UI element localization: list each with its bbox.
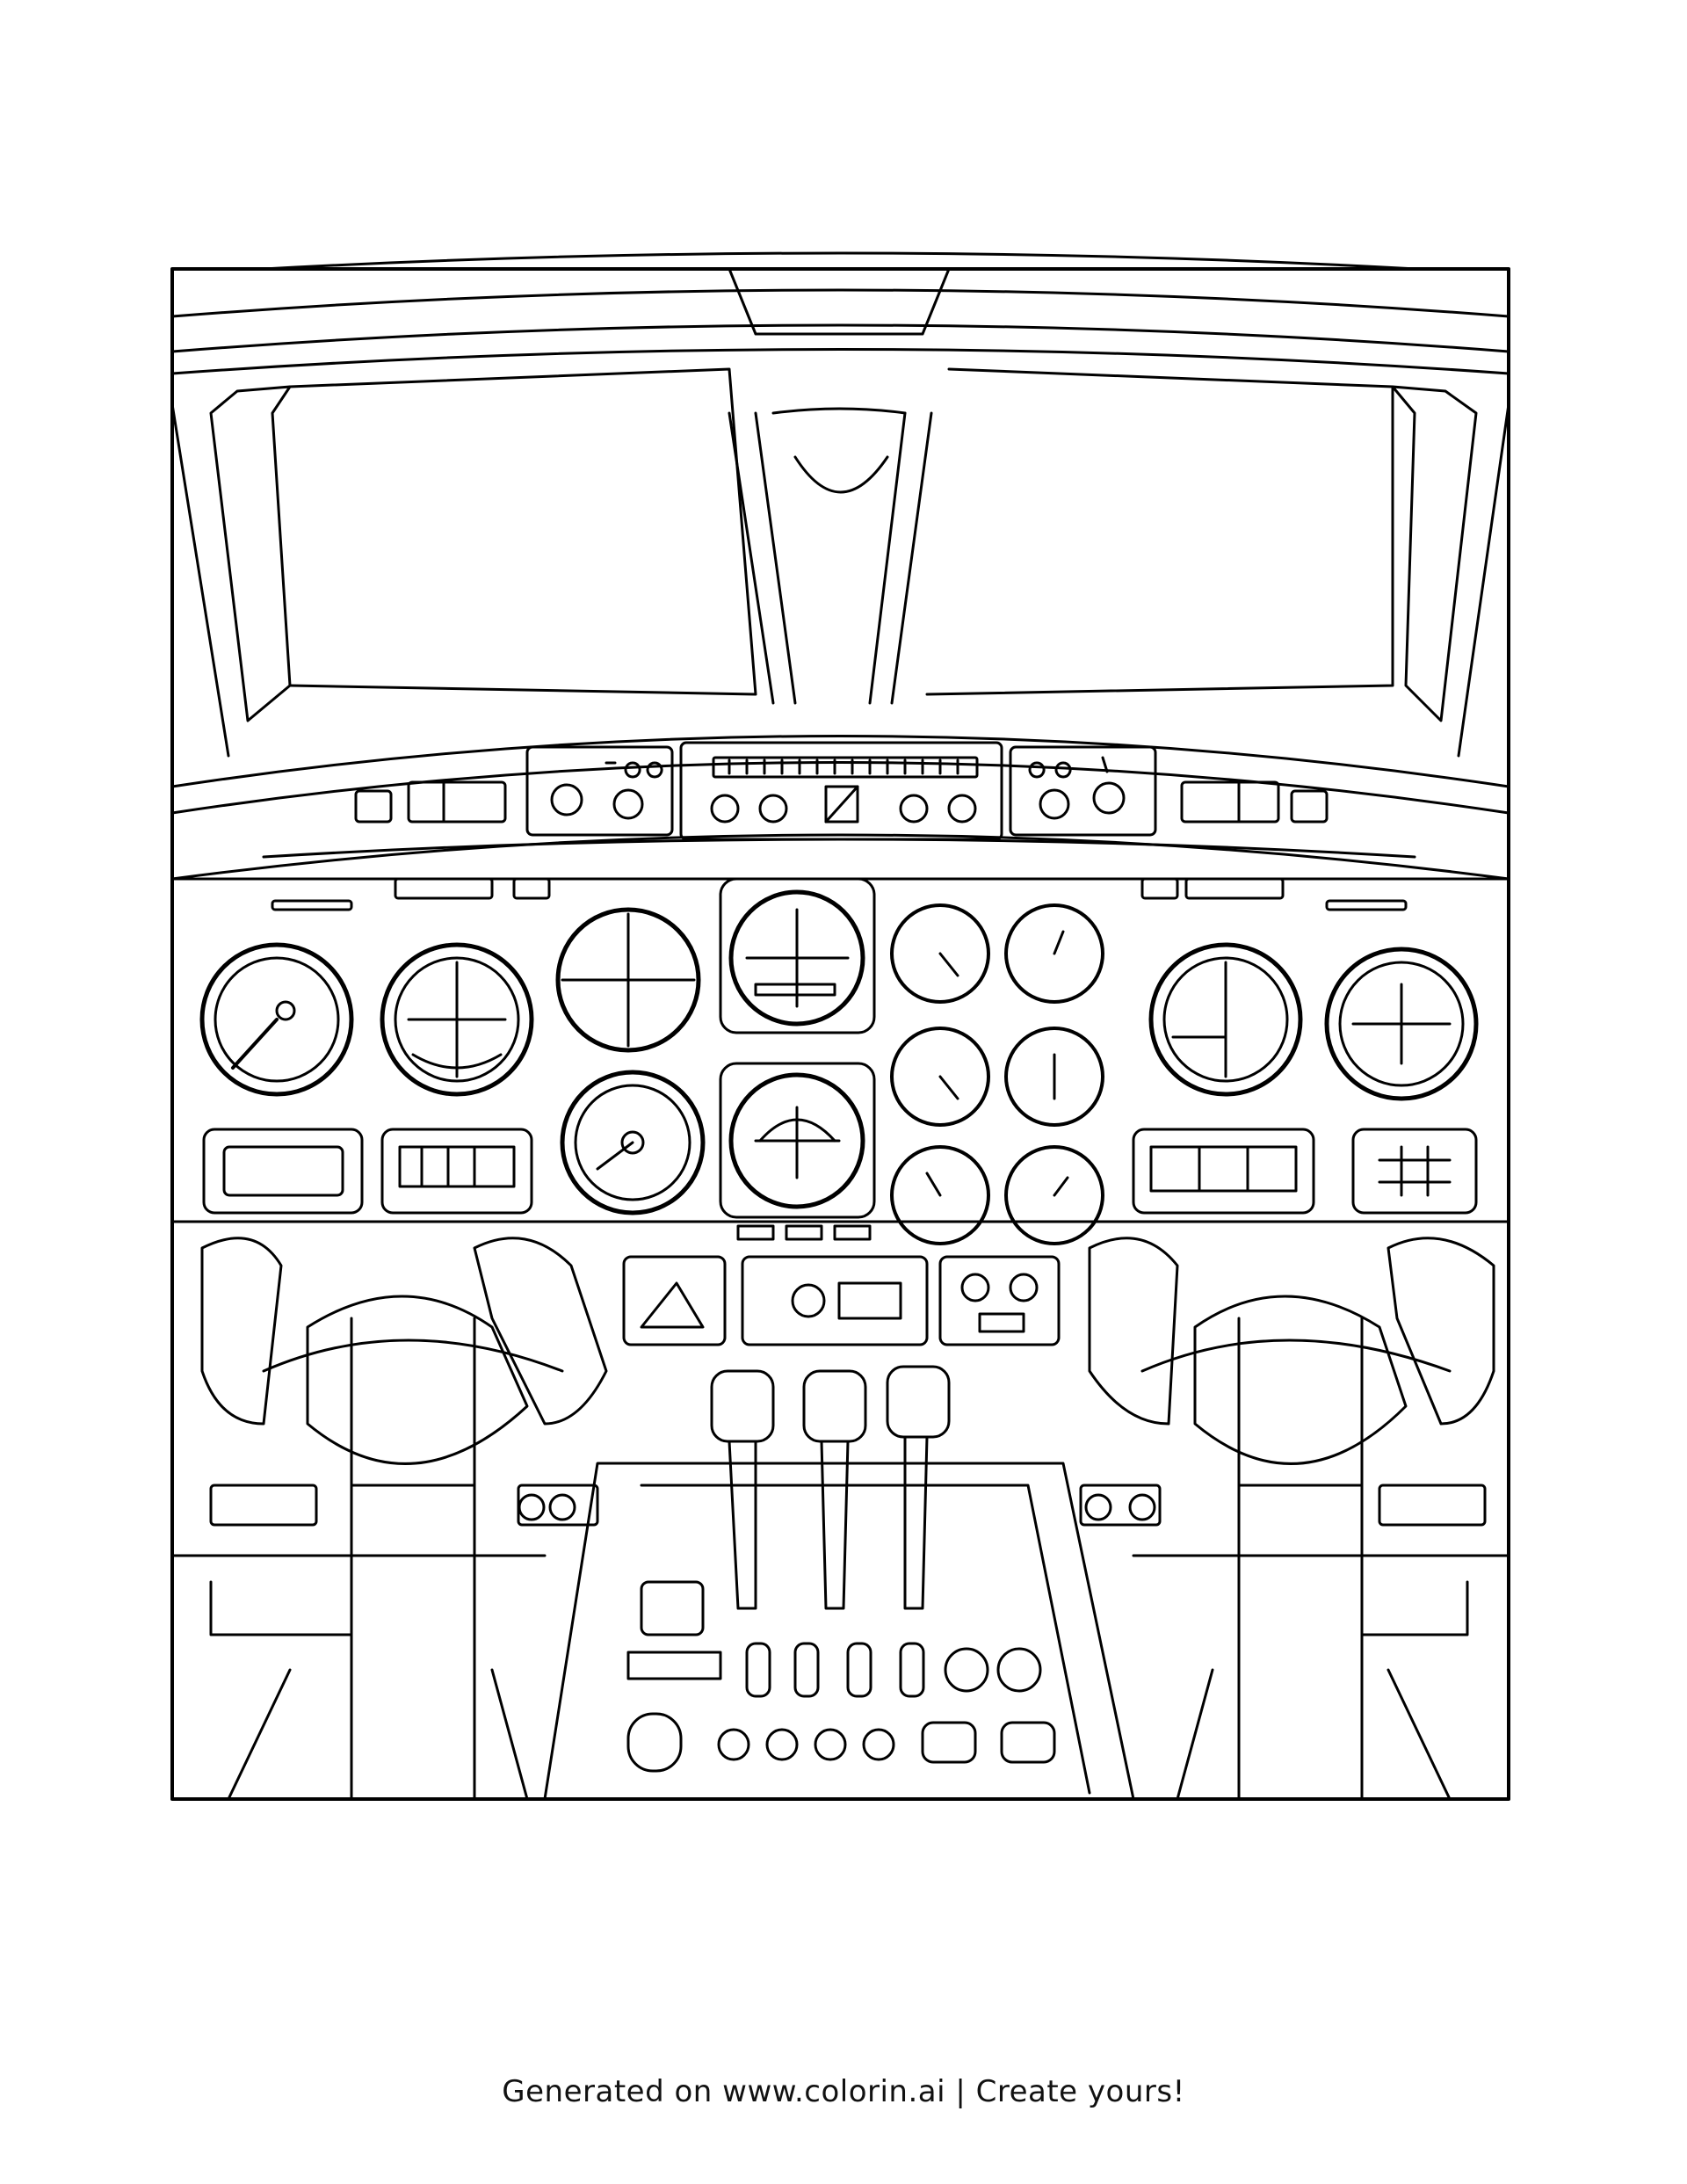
switch[interactable] <box>747 1643 770 1696</box>
throttle-lever[interactable] <box>804 1371 865 1441</box>
knob[interactable] <box>998 1649 1040 1691</box>
knob[interactable] <box>719 1730 749 1760</box>
turn-gauge <box>1151 945 1300 1094</box>
altimeter-gauge <box>562 1072 703 1213</box>
autopilot-panel <box>356 743 1327 839</box>
engine-gauge <box>1006 1147 1103 1244</box>
knob[interactable] <box>815 1730 845 1760</box>
knob[interactable] <box>864 1730 894 1760</box>
engine-gauge <box>892 905 988 1002</box>
center-console <box>545 1226 1133 1799</box>
knob[interactable] <box>767 1730 797 1760</box>
engine-gauge <box>1006 905 1103 1002</box>
engine-gauge <box>892 1028 988 1125</box>
left-control-yoke[interactable] <box>202 1238 606 1799</box>
windshield <box>172 253 1509 756</box>
engine-gauge <box>1006 1028 1103 1125</box>
engine-gauge <box>892 1147 988 1244</box>
knob[interactable] <box>945 1649 988 1691</box>
heading-gauge <box>558 910 699 1050</box>
throttle-lever[interactable] <box>887 1367 949 1437</box>
glareshield <box>172 736 1509 880</box>
right-control-yoke[interactable] <box>1081 1238 1494 1799</box>
attitude-gauge <box>382 945 532 1094</box>
instrument-panel <box>172 879 1509 1244</box>
switch[interactable] <box>795 1643 818 1696</box>
compass-gauge <box>731 1075 863 1207</box>
footer-credit: Generated on www.colorin.ai | Create you… <box>502 2074 1185 2109</box>
airspeed-gauge <box>202 945 351 1094</box>
vertical-speed-gauge <box>1327 949 1476 1099</box>
horizon-gauge <box>731 892 863 1024</box>
switch[interactable] <box>848 1643 871 1696</box>
throttle-lever[interactable] <box>712 1371 773 1441</box>
floor <box>172 1556 1509 1799</box>
switch[interactable] <box>901 1643 923 1696</box>
